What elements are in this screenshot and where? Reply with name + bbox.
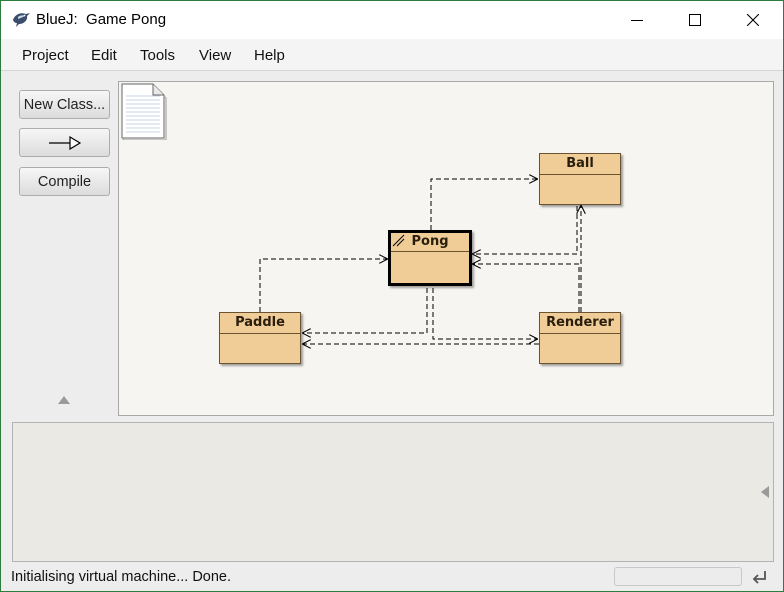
close-button[interactable] bbox=[730, 1, 776, 39]
maximize-icon bbox=[689, 14, 701, 26]
class-name: Paddle bbox=[220, 313, 300, 334]
close-icon bbox=[747, 14, 759, 26]
resize-grip-icon[interactable] bbox=[391, 233, 405, 247]
tool-panel: New Class... Compile bbox=[1, 72, 118, 418]
minimize-button[interactable] bbox=[614, 1, 660, 39]
class-ball[interactable]: Ball bbox=[539, 153, 621, 205]
menu-edit[interactable]: Edit bbox=[91, 47, 117, 64]
add-inheritance-button[interactable] bbox=[19, 128, 110, 157]
window-title: BlueJ: Game Pong bbox=[36, 11, 167, 28]
compile-button[interactable]: Compile bbox=[19, 167, 110, 196]
object-bench[interactable] bbox=[12, 422, 774, 562]
title-bar[interactable]: BlueJ: Game Pong bbox=[1, 1, 783, 39]
menu-bar: Project Edit Tools View Help bbox=[1, 39, 783, 71]
maximize-button[interactable] bbox=[672, 1, 718, 39]
class-name: Ball bbox=[540, 154, 620, 175]
readme-note-icon[interactable] bbox=[119, 82, 167, 140]
arrow-paddle-to-pong bbox=[259, 259, 387, 312]
menu-project[interactable]: Project bbox=[22, 47, 69, 64]
status-bar: Initialising virtual machine... Done. bbox=[1, 563, 783, 591]
vm-progress-bar bbox=[614, 567, 742, 586]
arrow-ball-to-pong bbox=[473, 206, 578, 254]
arrow-renderer-to-pong bbox=[473, 264, 580, 312]
class-renderer[interactable]: Renderer bbox=[539, 312, 621, 364]
reset-vm-icon[interactable] bbox=[750, 567, 770, 587]
menu-tools[interactable]: Tools bbox=[140, 47, 176, 64]
dependency-arrows bbox=[259, 82, 773, 415]
new-class-button[interactable]: New Class... bbox=[19, 90, 110, 119]
menu-help[interactable]: Help bbox=[254, 47, 285, 64]
class-name: Pong bbox=[391, 233, 469, 252]
arrow-pong-to-ball bbox=[430, 179, 537, 230]
collapse-left-icon[interactable] bbox=[761, 486, 769, 498]
status-message: Initialising virtual machine... Done. bbox=[11, 569, 232, 585]
class-paddle[interactable]: Paddle bbox=[219, 312, 301, 364]
class-name: Renderer bbox=[540, 313, 620, 334]
inheritance-arrow-icon bbox=[48, 135, 81, 150]
arrow-pong-to-renderer bbox=[432, 288, 537, 339]
arrow-pong-to-paddle bbox=[303, 288, 428, 333]
class-pong[interactable]: Pong bbox=[388, 230, 472, 286]
bluej-bird-icon bbox=[13, 13, 30, 27]
menu-view[interactable]: View bbox=[199, 47, 232, 64]
minimize-icon bbox=[631, 20, 643, 21]
collapse-up-icon[interactable] bbox=[58, 396, 70, 404]
class-diagram-canvas[interactable]: Ball Pong Paddle Renderer bbox=[118, 81, 774, 416]
